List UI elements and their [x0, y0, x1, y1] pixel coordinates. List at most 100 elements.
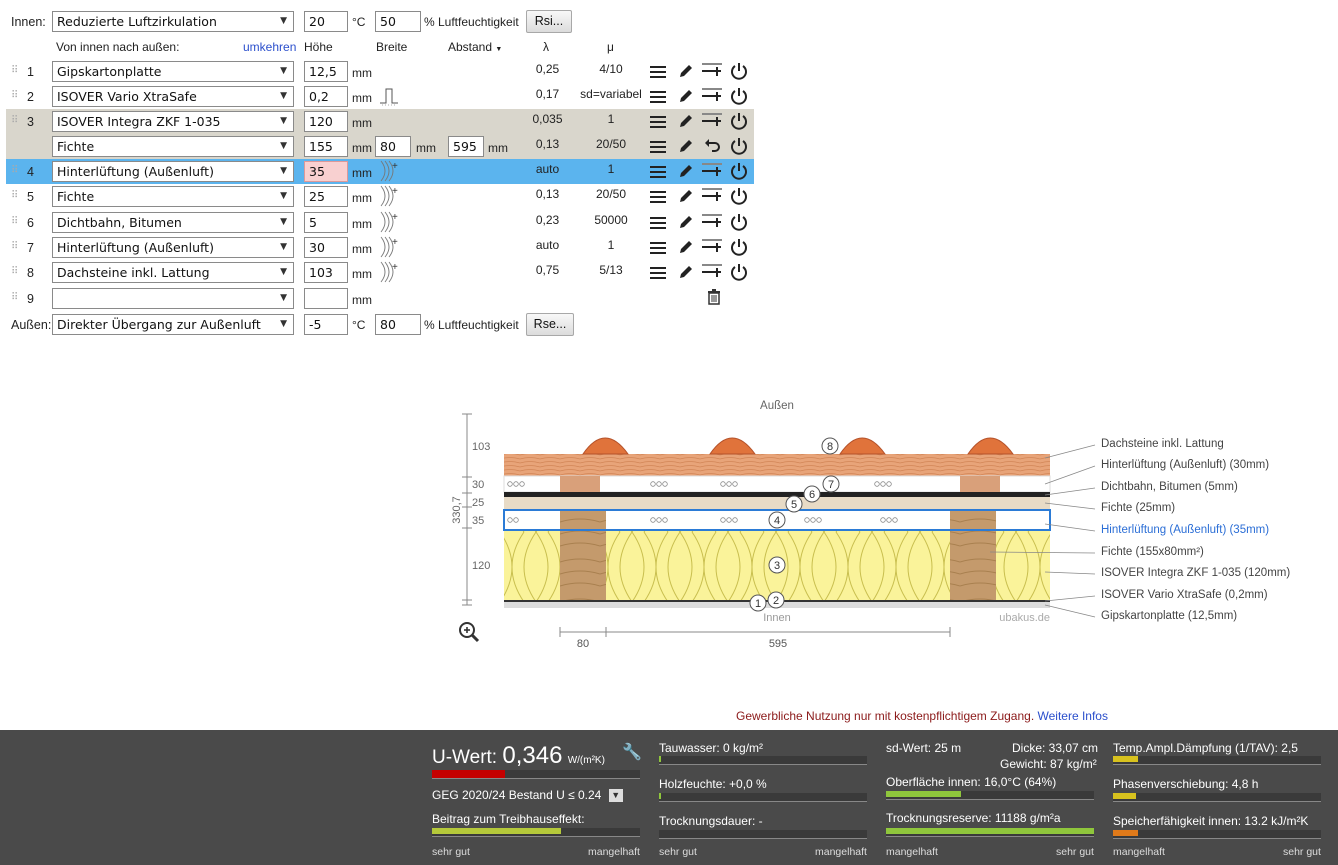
menu-icon[interactable]	[650, 65, 666, 82]
material-select[interactable]: Hinterlüftung (Außenluft)▼	[52, 237, 294, 258]
legend-item[interactable]: Dichtbahn, Bitumen (5mm)	[1101, 481, 1238, 493]
layer-width-input[interactable]: 80	[375, 136, 411, 157]
layer-height-input[interactable]: 155	[304, 136, 348, 157]
legend-item[interactable]: Fichte (25mm)	[1101, 502, 1176, 514]
drag-handle-icon[interactable]: ⠿	[11, 266, 18, 277]
ventilation-icon[interactable]: +	[380, 261, 398, 286]
add-layer-icon[interactable]	[702, 213, 724, 232]
edit-icon[interactable]	[678, 63, 694, 82]
edit-icon[interactable]	[678, 163, 694, 182]
add-layer-icon[interactable]	[702, 238, 724, 257]
edit-icon[interactable]	[678, 214, 694, 233]
inside-temp-input[interactable]: 20	[304, 11, 348, 32]
power-icon[interactable]	[730, 62, 748, 83]
layer-height-input[interactable]: 30	[304, 237, 348, 258]
outside-condition-select[interactable]: Direkter Übergang zur Außenluft▼	[52, 314, 294, 335]
legend-item[interactable]: ISOVER Integra ZKF 1-035 (120mm)	[1101, 567, 1291, 579]
drag-handle-icon[interactable]: ⠿	[11, 241, 18, 252]
standard-select[interactable]: GEG 2020/24 Bestand U ≤ 0.24 ▼	[432, 788, 623, 803]
legend-item[interactable]: ISOVER Vario XtraSafe (0,2mm)	[1101, 589, 1268, 601]
material-select[interactable]: Dichtbahn, Bitumen▼	[52, 212, 294, 233]
wrench-icon[interactable]: 🔧	[622, 744, 642, 761]
menu-icon[interactable]	[650, 115, 666, 132]
menu-icon[interactable]	[650, 190, 666, 207]
trash-icon[interactable]	[707, 289, 721, 308]
ventilation-icon[interactable]: +	[380, 236, 398, 261]
drag-handle-icon[interactable]: ⠿	[11, 190, 18, 201]
layer-height-input[interactable]	[304, 288, 348, 309]
power-icon[interactable]	[730, 112, 748, 133]
menu-icon[interactable]	[650, 241, 666, 258]
power-icon[interactable]	[730, 238, 748, 259]
power-icon[interactable]	[730, 87, 748, 108]
edit-icon[interactable]	[678, 188, 694, 207]
layer-height-input[interactable]: 103	[304, 262, 348, 283]
distance-header[interactable]: Abstand ▼	[448, 40, 502, 54]
reverse-link[interactable]: umkehren	[243, 40, 297, 54]
menu-icon[interactable]	[650, 266, 666, 283]
edit-icon[interactable]	[678, 88, 694, 107]
add-layer-icon[interactable]	[702, 187, 724, 206]
more-info-link[interactable]: Weitere Infos	[1037, 709, 1108, 723]
drag-handle-icon[interactable]: ⠿	[11, 216, 18, 227]
material-select[interactable]: Hinterlüftung (Außenluft)▼	[52, 161, 294, 182]
ventilation-icon[interactable]: +	[380, 185, 398, 210]
layer-marker[interactable]	[822, 475, 840, 493]
inside-humidity-input[interactable]: 50	[375, 11, 421, 32]
add-layer-icon[interactable]	[702, 87, 724, 106]
material-select[interactable]: Dachsteine inkl. Lattung▼	[52, 262, 294, 283]
layer-marker[interactable]	[821, 437, 839, 455]
outside-humidity-input[interactable]: 80	[375, 314, 421, 335]
legend-item[interactable]: Hinterlüftung (Außenluft) (30mm)	[1101, 459, 1270, 471]
material-select[interactable]: Gipskartonplatte▼	[52, 61, 294, 82]
ventilation-icon[interactable]: +	[380, 211, 398, 236]
layer-marker[interactable]	[768, 511, 786, 529]
edit-icon[interactable]	[678, 113, 694, 132]
undo-icon[interactable]	[704, 137, 722, 158]
menu-icon[interactable]	[650, 140, 666, 157]
outside-temp-input[interactable]: -5	[304, 314, 348, 335]
inside-condition-select[interactable]: Reduzierte Luftzirkulation▼	[52, 11, 294, 32]
add-layer-icon[interactable]	[702, 162, 724, 181]
legend-item[interactable]: Gipskartonplatte (12,5mm)	[1101, 610, 1238, 622]
power-icon[interactable]	[730, 213, 748, 234]
add-layer-icon[interactable]	[702, 62, 724, 81]
drag-handle-icon[interactable]: ⠿	[11, 115, 18, 126]
legend-item[interactable]: Dachsteine inkl. Lattung	[1101, 438, 1224, 450]
power-icon[interactable]	[730, 263, 748, 284]
edit-icon[interactable]	[678, 239, 694, 258]
edit-icon[interactable]	[678, 138, 694, 157]
add-layer-icon[interactable]	[702, 263, 724, 282]
edit-icon[interactable]	[678, 264, 694, 283]
drag-handle-icon[interactable]: ⠿	[11, 165, 18, 176]
legend-item[interactable]: Hinterlüftung (Außenluft) (35mm)	[1101, 524, 1270, 536]
rse-button[interactable]: Rse...	[526, 313, 574, 336]
material-select[interactable]: ▼	[52, 288, 294, 309]
layer-marker[interactable]	[749, 594, 767, 612]
layer-marker[interactable]	[803, 485, 821, 503]
drag-handle-icon[interactable]: ⠿	[11, 65, 18, 76]
layer-height-input[interactable]: 25	[304, 186, 348, 207]
menu-icon[interactable]	[650, 165, 666, 182]
power-icon[interactable]	[730, 162, 748, 183]
layer-marker[interactable]	[768, 556, 786, 574]
layer-height-input[interactable]: 0,2	[304, 86, 348, 107]
layer-height-input[interactable]: 35	[304, 161, 348, 182]
layer-height-input[interactable]: 120	[304, 111, 348, 132]
material-select[interactable]: ISOVER Vario XtraSafe▼	[52, 86, 294, 107]
layer-marker[interactable]	[767, 591, 785, 609]
layer-distance-input[interactable]: 595	[448, 136, 484, 157]
rsi-button[interactable]: Rsi...	[526, 10, 572, 33]
power-icon[interactable]	[730, 137, 748, 158]
drag-handle-icon[interactable]: ⠿	[11, 292, 18, 303]
layer-marker[interactable]	[785, 495, 803, 513]
drag-handle-icon[interactable]: ⠿	[11, 90, 18, 101]
material-select[interactable]: Fichte▼	[52, 136, 294, 157]
menu-icon[interactable]	[650, 216, 666, 233]
ventilation-icon[interactable]: +	[380, 160, 398, 185]
legend-item[interactable]: Fichte (155x80mm²)	[1101, 546, 1204, 558]
add-layer-icon[interactable]	[702, 112, 724, 131]
material-select[interactable]: Fichte▼	[52, 186, 294, 207]
material-select[interactable]: ISOVER Integra ZKF 1-035▼	[52, 111, 294, 132]
layer-height-input[interactable]: 12,5	[304, 61, 348, 82]
